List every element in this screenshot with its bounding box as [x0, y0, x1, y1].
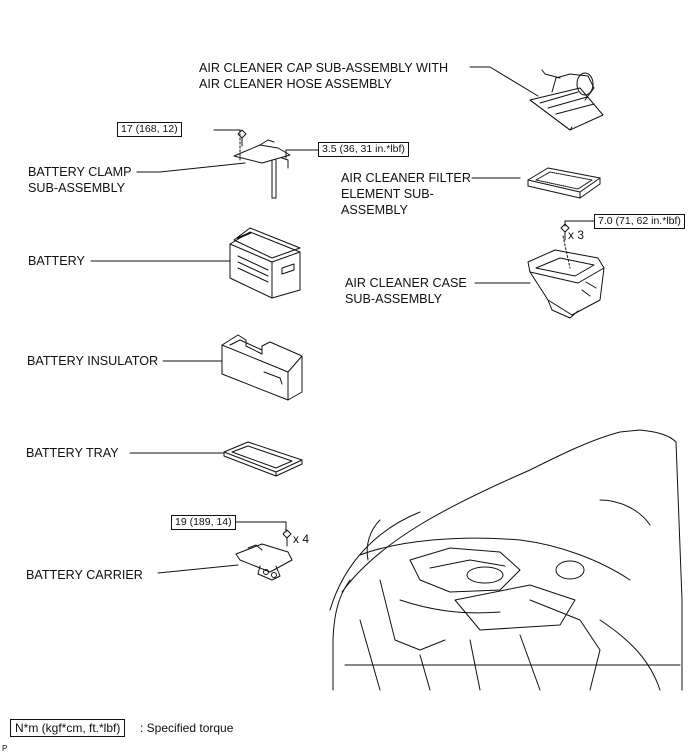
qty-carrier-bolt: x 4	[293, 532, 310, 546]
label-battery-carrier: BATTERY CARRIER	[26, 568, 143, 582]
torque-carrier-bolt: 19 (189, 14)	[171, 515, 236, 530]
air-cleaner-cap-drawing	[529, 69, 604, 131]
battery-tray-drawing	[223, 441, 303, 477]
page-mark: P	[2, 744, 8, 753]
torque-clamp-nut: 3.5 (36, 31 in.*lbf)	[318, 142, 409, 157]
label-air-cleaner-cap: AIR CLEANER CAP SUB-ASSEMBLY WITH AIR CL…	[199, 61, 449, 91]
label-air-cleaner-filter: AIR CLEANER FILTER ELEMENT SUB- ASSEMBLY	[341, 171, 471, 217]
legend-unit-box: N*m (kgf*cm, ft.*lbf)	[10, 719, 126, 737]
engine-bay-drawing	[329, 429, 683, 691]
battery-drawing	[229, 227, 301, 299]
battery-clamp-drawing	[233, 129, 291, 199]
air-cleaner-filter-drawing	[527, 167, 601, 199]
label-battery: BATTERY	[28, 254, 85, 268]
air-cleaner-case-drawing	[527, 223, 605, 319]
qty-case-bolt: x 3	[568, 228, 585, 242]
torque-case-bolt: 7.0 (71, 62 in.*lbf)	[594, 214, 685, 229]
torque-clamp-bolt: 17 (168, 12)	[117, 122, 182, 137]
label-air-cleaner-case: AIR CLEANER CASE SUB-ASSEMBLY	[345, 276, 467, 306]
battery-carrier-drawing	[235, 529, 293, 581]
label-battery-clamp: BATTERY CLAMP SUB-ASSEMBLY	[28, 165, 132, 195]
label-battery-tray: BATTERY TRAY	[26, 446, 119, 460]
battery-insulator-drawing	[221, 334, 303, 401]
label-battery-insulator: BATTERY INSULATOR	[27, 354, 159, 368]
legend-meaning: : Specified torque	[140, 721, 234, 735]
